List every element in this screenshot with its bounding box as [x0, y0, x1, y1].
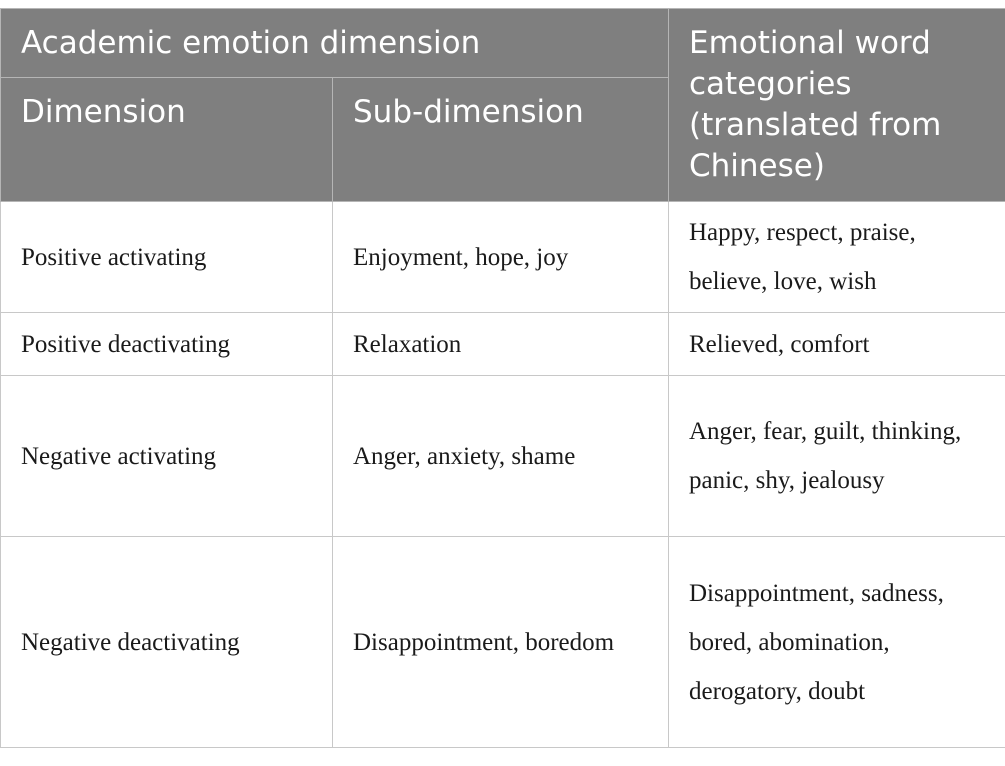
word-categories-cell: Anger, fear, guilt, thinking, panic, shy…: [668, 375, 1005, 537]
table-row: Positive deactivating Relaxation Relieve…: [0, 312, 1005, 376]
dimension-cell: Positive activating: [0, 201, 333, 313]
word-categories-cell: Happy, respect, praise, believe, love, w…: [668, 201, 1005, 313]
table-header: Academic emotion dimension Emotional wor…: [0, 8, 1005, 202]
header-academic-emotion-dimension: Academic emotion dimension: [0, 8, 669, 78]
word-categories-cell: Relieved, comfort: [668, 312, 1005, 376]
dimension-cell: Negative deactivating: [0, 536, 333, 748]
emotion-dimension-table: Academic emotion dimension Emotional wor…: [0, 8, 1005, 748]
table-body: Positive activating Enjoyment, hope, joy…: [0, 201, 1005, 748]
dimension-cell: Positive deactivating: [0, 312, 333, 376]
sub-dimension-cell: Relaxation: [332, 312, 669, 376]
table-row: Positive activating Enjoyment, hope, joy…: [0, 201, 1005, 313]
header-emotional-word-categories: Emotional word categories (translated fr…: [668, 8, 1005, 202]
header-sub-dimension: Sub-dimension: [332, 77, 669, 202]
dimension-cell: Negative activating: [0, 375, 333, 537]
word-categories-cell: Disappointment, sadness, bored, abominat…: [668, 536, 1005, 748]
table-row: Negative deactivating Disappointment, bo…: [0, 536, 1005, 748]
sub-dimension-cell: Enjoyment, hope, joy: [332, 201, 669, 313]
table-row: Negative activating Anger, anxiety, sham…: [0, 375, 1005, 537]
sub-dimension-cell: Disappointment, boredom: [332, 536, 669, 748]
header-dimension: Dimension: [0, 77, 333, 202]
sub-dimension-cell: Anger, anxiety, shame: [332, 375, 669, 537]
